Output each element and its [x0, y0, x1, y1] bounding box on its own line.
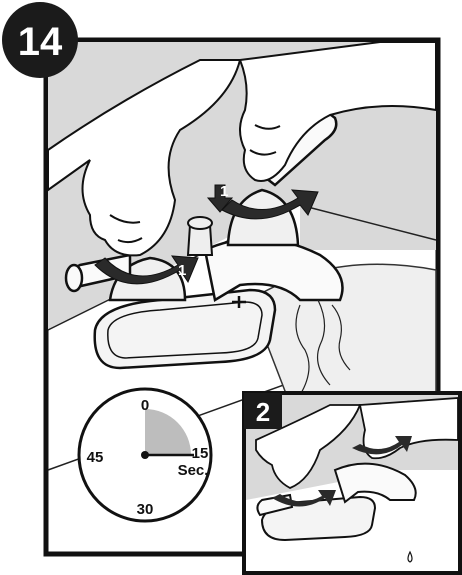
- timer-dial: 0 15 Sec. 30 45: [79, 389, 211, 521]
- inset-label: 2: [256, 397, 270, 427]
- dial-tick-45: 45: [87, 449, 104, 466]
- dial-tick-15: 15: [192, 445, 209, 462]
- left-arrow-label: 1: [178, 262, 186, 279]
- dial-center: [141, 451, 149, 459]
- step-number: 14: [18, 20, 63, 64]
- right-arrow-label: 1: [220, 183, 228, 200]
- dial-tick-0: 0: [141, 397, 149, 414]
- inset-panel: 2: [244, 393, 460, 573]
- dial-tick-30: 30: [137, 501, 154, 518]
- dial-unit: Sec.: [178, 462, 209, 479]
- step-badge: 14: [2, 2, 78, 78]
